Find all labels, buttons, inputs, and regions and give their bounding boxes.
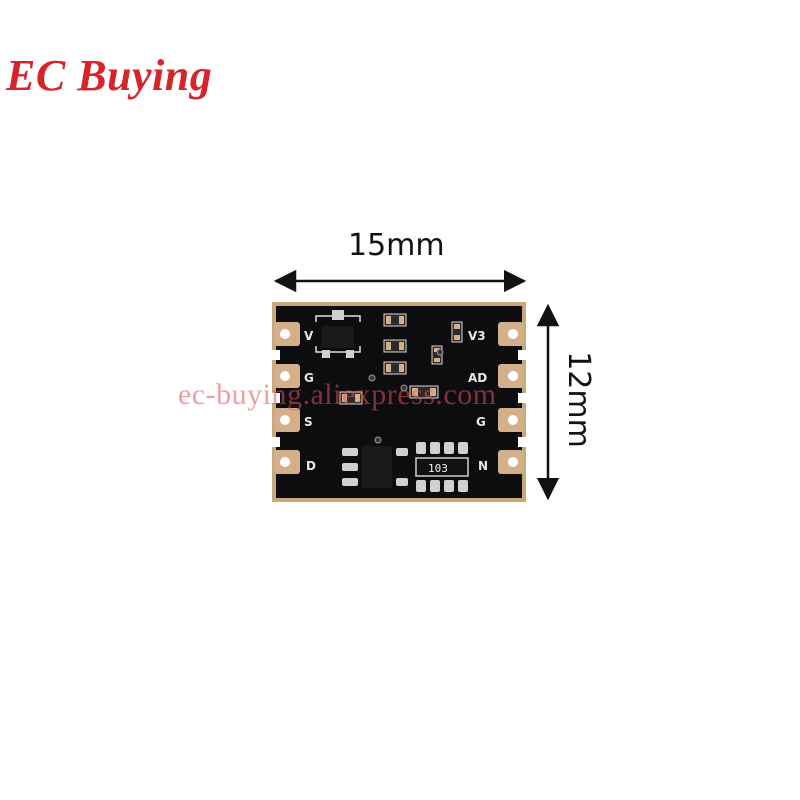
ec-buying-logo: EC Buying bbox=[6, 51, 213, 100]
pin-label-v3: V3 bbox=[468, 329, 486, 343]
sot23-6-chip bbox=[342, 446, 408, 488]
passive-components bbox=[339, 313, 463, 405]
pin-label-g-left: G bbox=[304, 371, 314, 385]
resistor-network-103: 103 bbox=[415, 442, 469, 492]
resistor-network-marking: 103 bbox=[428, 462, 448, 475]
sot23-transistor bbox=[315, 310, 361, 358]
vias bbox=[368, 348, 444, 444]
pin-label-d: D bbox=[306, 459, 316, 473]
pcb-body bbox=[276, 306, 522, 498]
pin-label-v: V bbox=[304, 329, 314, 343]
pin-label-n: N bbox=[478, 459, 488, 473]
store-watermark: ec-buying.aliexpress.com bbox=[178, 378, 497, 411]
pin-label-s: S bbox=[304, 415, 313, 429]
pin-label-ad: AD bbox=[468, 371, 487, 385]
width-dimension-label: 15mm bbox=[348, 228, 445, 263]
pin-label-g-right: G bbox=[476, 415, 486, 429]
